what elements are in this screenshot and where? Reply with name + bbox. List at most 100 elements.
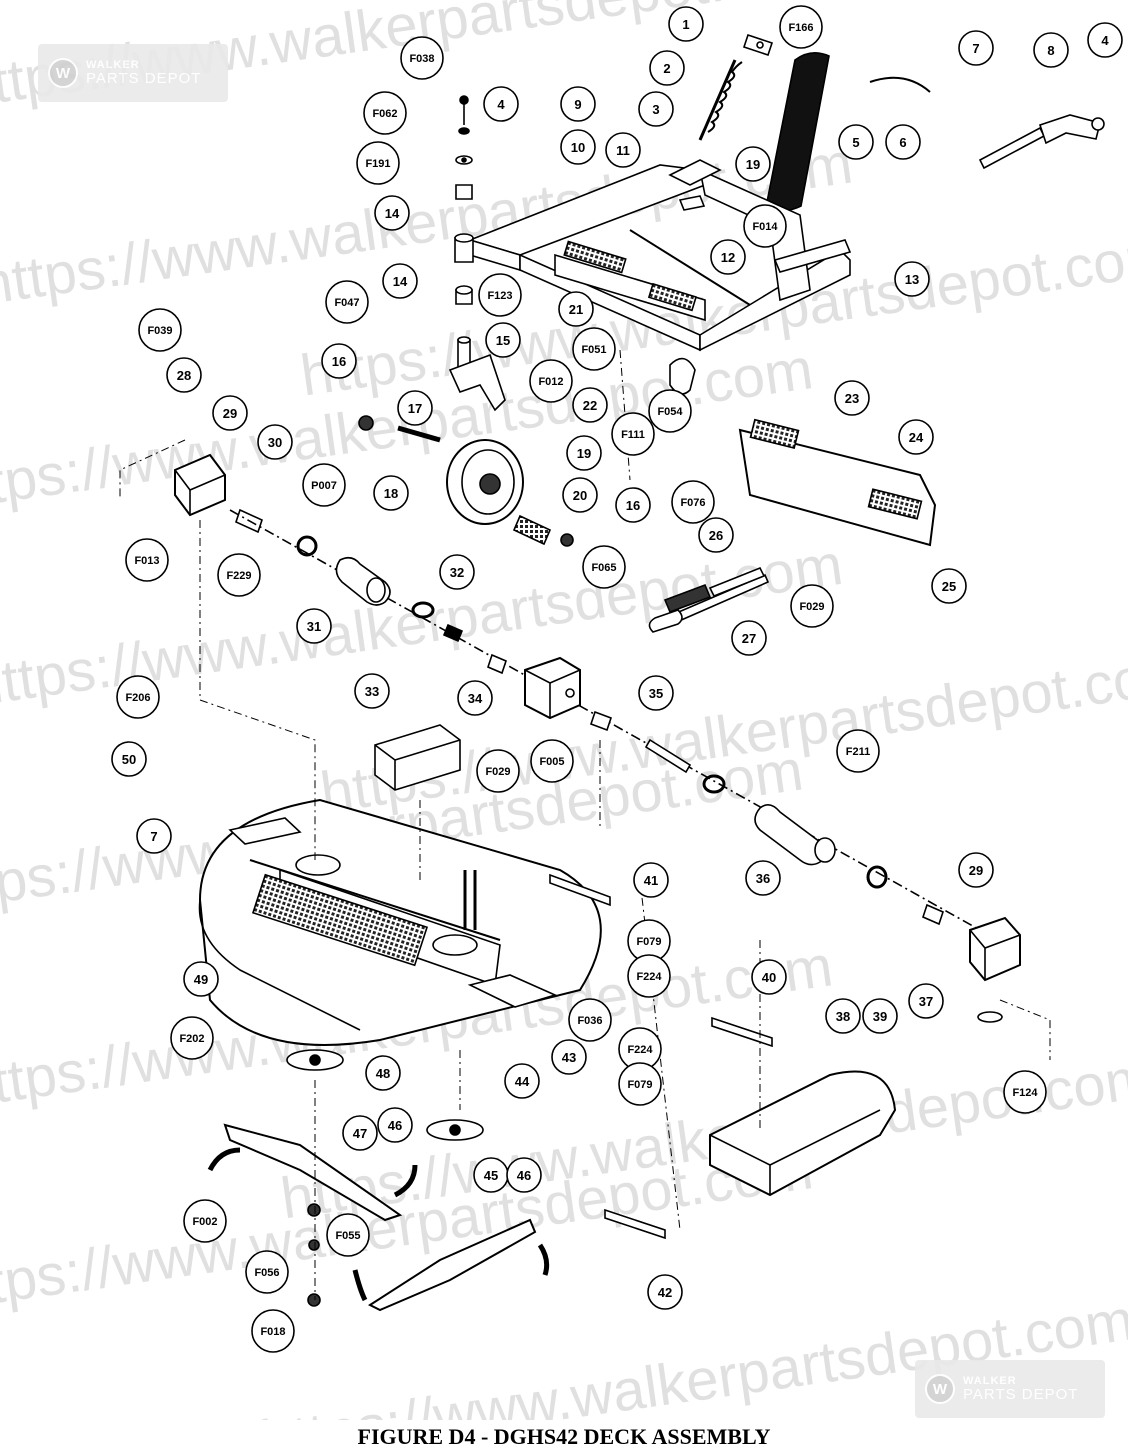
mower-deck [198, 798, 602, 1046]
axle-bolt [358, 415, 574, 547]
callout-F036: F036 [568, 998, 612, 1042]
callout-F079b: F079 [618, 1062, 662, 1106]
callout-circle [257, 424, 293, 460]
callout-label: F224 [636, 971, 662, 983]
callout-F038: F038 [400, 36, 444, 80]
callout-17: 17 [397, 390, 433, 426]
callout-22: 22 [572, 387, 608, 423]
callout-label: 37 [919, 994, 933, 1009]
callout-7b: 7 [136, 818, 172, 854]
callout-13: 13 [894, 261, 930, 297]
callout-46a: 46 [377, 1107, 413, 1143]
callout-circle [476, 749, 520, 793]
shaft-right [589, 710, 944, 926]
callout-circle [551, 1039, 587, 1075]
callout-circle [217, 553, 261, 597]
callout-27: 27 [731, 620, 767, 656]
callout-circle [530, 739, 574, 783]
callout-label: 16 [332, 354, 346, 369]
lift-spring [698, 59, 743, 141]
callout-label: 29 [223, 406, 237, 421]
callout-label: 1 [682, 17, 689, 32]
callout-circle [529, 359, 573, 403]
callout-35: 35 [638, 675, 674, 711]
callout-label: 20 [573, 488, 587, 503]
callout-label: F056 [254, 1267, 279, 1279]
callout-15: 15 [485, 322, 521, 358]
callout-circle [698, 517, 734, 553]
callout-F224a: F224 [627, 954, 671, 998]
callout-label: 17 [408, 401, 422, 416]
callout-F229: F229 [217, 553, 261, 597]
callout-label: 38 [836, 1009, 850, 1024]
callout-label: 44 [515, 1074, 530, 1089]
callout-circle [363, 91, 407, 135]
gearbox-right [969, 916, 1021, 1023]
exploded-parts-diagram: https://www.walkerpartsdepot.com https:/… [0, 0, 1128, 1420]
callout-label: 46 [517, 1168, 531, 1183]
callout-20: 20 [562, 477, 598, 513]
callout-circle [638, 91, 674, 127]
callout-F054: F054 [648, 389, 692, 433]
callout-29b: 29 [958, 852, 994, 888]
logo-line1: WALKER [86, 59, 140, 71]
callout-29a: 29 [212, 395, 248, 431]
callout-label: F029 [799, 601, 824, 613]
callout-label: 9 [574, 97, 581, 112]
callout-34: 34 [457, 680, 493, 716]
callout-circle [382, 263, 418, 299]
callout-label: 3 [652, 102, 659, 117]
callout-32: 32 [439, 554, 475, 590]
callout-circle [457, 680, 493, 716]
callout-label: F079 [636, 936, 661, 948]
callout-F029a: F029 [790, 584, 834, 628]
callout-circle [894, 261, 930, 297]
callout-F076: F076 [671, 480, 715, 524]
hitch-cover [374, 724, 461, 791]
callout-25: 25 [931, 568, 967, 604]
callout-F051: F051 [572, 327, 616, 371]
callout-circle [572, 327, 616, 371]
callout-circle [365, 1055, 401, 1091]
callout-circle [183, 961, 219, 997]
callout-circle [779, 5, 823, 49]
callout-circle [326, 1213, 370, 1257]
latch-bracket [742, 33, 774, 57]
callout-circle [908, 983, 944, 1019]
callout-circle [638, 675, 674, 711]
callout-F029b: F029 [476, 749, 520, 793]
callout-label: 47 [353, 1126, 367, 1141]
callout-label: F224 [627, 1044, 653, 1056]
callout-circle [838, 124, 874, 160]
callout-label: 33 [365, 684, 379, 699]
callout-label: 16 [626, 498, 640, 513]
callout-48: 48 [365, 1055, 401, 1091]
callout-label: P007 [311, 480, 337, 492]
callout-label: F014 [752, 221, 778, 233]
callout-5: 5 [838, 124, 874, 160]
deck-frame [467, 159, 852, 395]
callout-31: 31 [296, 608, 332, 644]
callout-F211: F211 [836, 729, 880, 773]
callout-F065: F065 [582, 545, 626, 589]
gearbox-center [524, 656, 581, 720]
callout-19b: 19 [566, 435, 602, 471]
figure-caption: FIGURE D4 - DGHS42 DECK ASSEMBLY [357, 1424, 771, 1449]
callout-F005: F005 [530, 739, 574, 783]
callout-F191: F191 [356, 141, 400, 185]
callout-circle [568, 998, 612, 1042]
callout-circle [898, 419, 934, 455]
callout-6: 6 [885, 124, 921, 160]
callout-circle [136, 818, 172, 854]
callout-F056: F056 [245, 1250, 289, 1294]
callout-circle [885, 124, 921, 160]
callout-circle [170, 1016, 214, 1060]
callout-circle [485, 322, 521, 358]
callout-F039: F039 [138, 308, 182, 352]
callout-label: 11 [616, 143, 630, 158]
callout-circle [618, 1062, 662, 1106]
callout-circle [1033, 32, 1069, 68]
callout-circle [615, 487, 651, 523]
callout-label: 35 [649, 686, 663, 701]
callout-21: 21 [558, 291, 594, 327]
